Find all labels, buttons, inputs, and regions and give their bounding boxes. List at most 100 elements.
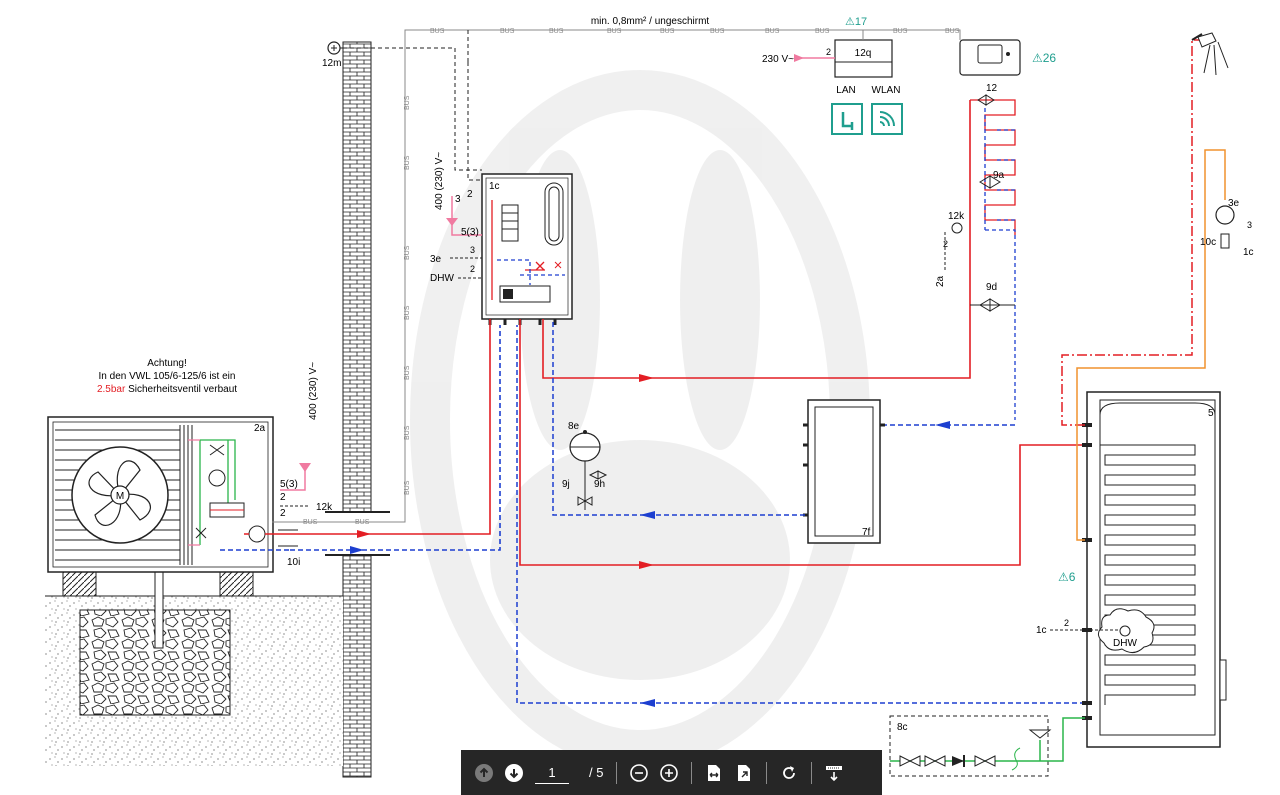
bus-label-top-2: BUS: [500, 28, 515, 35]
zoom-out-icon: [630, 763, 649, 782]
valve-9h-label: 9h: [594, 479, 605, 490]
cold-water-safety-group-8c: 8c: [889, 715, 1085, 777]
page-total: / 5: [589, 765, 604, 780]
indoor-supply-cores: 5(3): [461, 227, 479, 238]
bus-label-riser-6: BUS: [404, 425, 411, 440]
note-title: Achtung!: [147, 358, 186, 369]
bus-label-top-9: BUS: [893, 28, 908, 35]
indoor-bus-wire-count-2: 2: [467, 189, 473, 200]
lan-label: LAN: [836, 85, 855, 96]
bus-label-top-4: BUS: [607, 28, 622, 35]
warning-17-marker: ⚠17: [845, 16, 867, 28]
flow-line-heating-circuit: [542, 100, 971, 379]
expansion-vessel-label: 8e: [568, 421, 580, 432]
outdoor-sensor-label: 12m: [322, 58, 341, 69]
sensor-cable-wire-count: 2: [943, 239, 948, 249]
expansion-vessel-8e: [569, 430, 601, 510]
outdoor-supply-label: 400 (230) V~: [308, 362, 319, 420]
bus-label-top-1: BUS: [430, 28, 445, 35]
rotate-button[interactable]: [774, 758, 804, 788]
bus-label-top-10: BUS: [945, 28, 960, 35]
underfloor-heating-loops: [970, 99, 1016, 235]
toolbar-divider: [811, 761, 813, 784]
circulation-pump-icon: [1215, 205, 1235, 225]
bus-label-outdoor-2: BUS: [355, 519, 370, 526]
indoor-hydraulic-station-1c: 1c: [481, 173, 573, 325]
return-line-indoor-to-outdoor: [290, 325, 501, 551]
zoom-in-icon: [660, 763, 679, 782]
system-controller-12: 12: [959, 39, 1021, 94]
fit-width-icon: [708, 764, 721, 781]
download-button[interactable]: [819, 758, 849, 788]
dhw-cylinder-5: 5: [1082, 391, 1227, 748]
room-sensor-icon: [951, 222, 963, 234]
bus-label-top-7: BUS: [765, 28, 780, 35]
outdoor-heat-pump-unit: M 2a: [47, 416, 290, 573]
filter-10i-label: 10i: [287, 557, 300, 568]
zoom-in-button[interactable]: [654, 758, 684, 788]
arrow-up-circle-icon: [475, 763, 493, 782]
indoor-unit-label: 1c: [489, 181, 500, 192]
sensor-cable-2a-label: 2a: [935, 275, 946, 287]
fit-page-icon: [738, 764, 751, 781]
hot-water-line: [1061, 39, 1205, 426]
page-number-input[interactable]: [535, 761, 569, 784]
bus-label-riser-4: BUS: [404, 305, 411, 320]
dhw-sensor-icon: [1119, 625, 1131, 637]
zoom-out-button[interactable]: [624, 758, 654, 788]
buffer-tank-label: 7f: [862, 527, 871, 538]
outdoor-sensor-label: 12k: [316, 502, 333, 513]
warning-26-marker: ⚠26: [1032, 51, 1056, 65]
return-line-buffer: [552, 319, 805, 516]
return-line-dhw-cylinder: [516, 325, 1085, 704]
toolbar-divider: [616, 761, 618, 784]
fit-page-button[interactable]: [729, 758, 759, 788]
note-line-2: 2.5bar Sicherheitsventil verbaut: [97, 384, 237, 395]
pump-cable-wire-count: 3: [1247, 220, 1252, 230]
bus-label-riser-3: BUS: [404, 245, 411, 260]
outdoor-wire-count-1: 2: [280, 492, 286, 503]
indoor-supply-label: 400 (230) V~: [434, 152, 445, 210]
brick-wall-lower: [342, 554, 372, 778]
dhw-sensor-wire-count: 2: [1064, 618, 1069, 628]
toolbar-divider: [691, 761, 693, 784]
warning-6-marker: ⚠6: [1058, 570, 1076, 584]
next-page-button[interactable]: [499, 758, 529, 788]
circulation-line: [1076, 149, 1226, 541]
fit-width-button[interactable]: [699, 758, 729, 788]
previous-page-button[interactable]: [469, 758, 499, 788]
dhw-cylinder-label: 5: [1208, 408, 1214, 419]
controller-label: 12: [986, 83, 998, 94]
indoor-3e-wire-count: 3: [470, 245, 475, 255]
wlan-icon: [871, 103, 903, 135]
wlan-label: WLAN: [872, 85, 901, 96]
pump-cable-label: 1c: [1243, 247, 1254, 258]
safety-group-label: 8c: [897, 722, 908, 733]
bus-cable-spec: min. 0,8mm² / ungeschirmt: [591, 16, 710, 27]
circulation-pump-label: 3e: [1228, 198, 1240, 209]
rotate-icon: [783, 765, 796, 779]
pdf-viewer-toolbar: / 5: [461, 750, 882, 795]
room-sensor-label: 12k: [948, 211, 965, 222]
bus-label-riser-1: BUS: [404, 95, 411, 110]
note-valve-text: Sicherheitsventil verbaut: [125, 384, 237, 395]
indoor-dhw-wire-count: 2: [470, 264, 475, 274]
flow-line-dhw-cylinder: [519, 319, 1085, 566]
check-valve-label: 10c: [1200, 237, 1216, 248]
dhw-sensor-cable-label: 1c: [1036, 625, 1047, 636]
bus-label-top-6: BUS: [710, 28, 725, 35]
indoor-dhw-label: DHW: [430, 273, 454, 284]
arrow-down-circle-icon: [505, 763, 523, 782]
bus-label-riser-5: BUS: [404, 365, 411, 380]
outdoor-unit-label: 2a: [254, 423, 266, 434]
bus-label-riser-7: BUS: [404, 480, 411, 495]
valve-9d-label: 9d: [986, 282, 997, 293]
brick-wall-upper: [342, 41, 372, 513]
gateway-supply-label: 230 V~: [762, 54, 794, 65]
indoor-3e-label: 3e: [430, 254, 442, 265]
note-line-1: In den VWL 105/6-125/6 ist ein: [99, 371, 236, 382]
shower-head-icon: [1197, 32, 1229, 76]
dhw-sensor-label: DHW: [1113, 638, 1137, 649]
bus-label-riser-2: BUS: [404, 155, 411, 170]
buffer-tank-7f: 7f: [803, 399, 885, 544]
